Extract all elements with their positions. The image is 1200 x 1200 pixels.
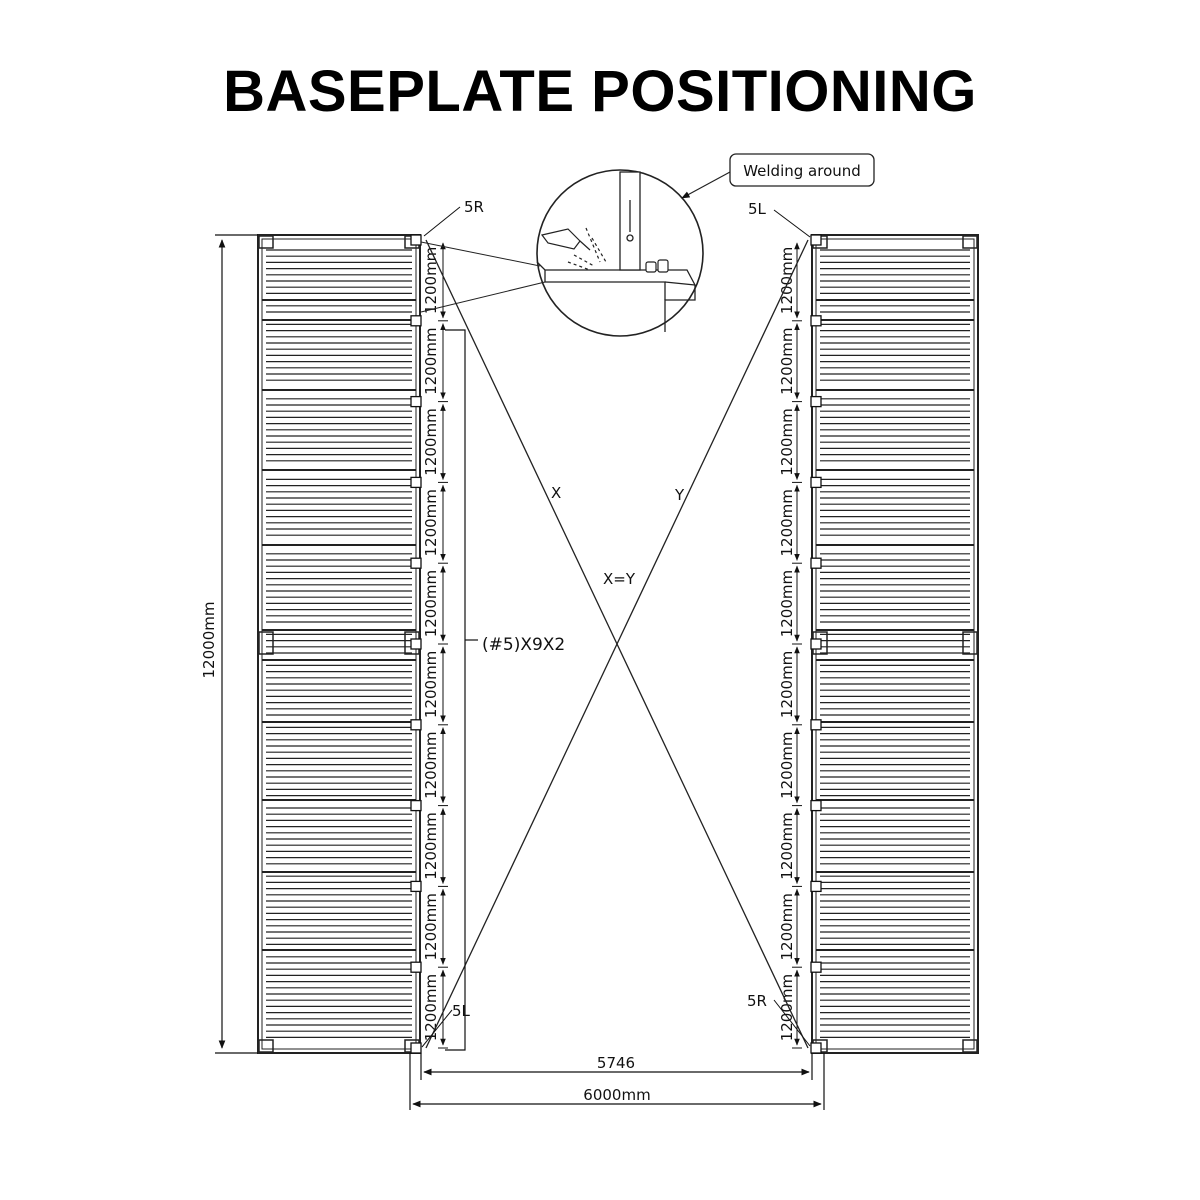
spacing-label: 1200mm [422,812,440,879]
baseplate [410,315,422,327]
welding-torch-icon [540,227,607,271]
spacing-label: 1200mm [422,570,440,637]
top-left-corner-label: 5R [464,198,484,216]
diagonal-y-line [425,239,809,1049]
baseplate [810,315,822,327]
welding-detail-inset [420,153,875,337]
baseplate [810,880,822,893]
baseplate [410,638,422,650]
overall-length-dimension [215,234,258,1054]
baseplate [810,719,822,731]
baseplate [410,719,422,731]
diagonals [425,239,809,1049]
baseplate [410,395,422,408]
spacing-label: 1200mm [422,247,440,314]
spacing-label: 1200mm [422,327,440,394]
spacing-label: 1200mm [422,731,440,798]
right-container-ribs [816,249,974,1039]
spacing-label: 1200mm [778,812,796,879]
diagonal-equal-label: X=Y [603,570,636,588]
left-container-ribs [262,249,416,1039]
baseplate [810,961,822,973]
spacing-label: 1200mm [778,651,796,718]
spacing-label: 1200mm [778,731,796,798]
width-dimensions [409,1053,825,1110]
diagonal-x-label: X [551,484,561,502]
baseplate [410,557,422,569]
baseplate [410,961,422,973]
baseplate [410,476,422,489]
inset-post [619,171,641,271]
baseplate [810,557,822,569]
baseplate [810,638,822,650]
spacing-label: 1200mm [422,893,440,960]
page-title: BASEPLATE POSITIONING [223,59,977,124]
diagonal-y-label: Y [674,486,685,504]
right-container [811,234,979,1054]
inset-base-block [536,261,696,332]
left-container-corner-fittings [258,235,420,1053]
spacing-label: 1200mm [778,247,796,314]
baseplate-count-bracket [445,329,478,1051]
baseplate [410,1042,422,1054]
spacing-label: 1200mm [422,974,440,1041]
bottom-right-corner-label: 5R [747,992,767,1010]
spacing-label: 1200mm [422,408,440,475]
spacing-label: 1200mm [778,893,796,960]
spacing-label: 1200mm [778,489,796,556]
callout-box [729,153,875,187]
left-container [257,234,421,1054]
baseplate [810,1042,822,1054]
right-container-corner-fittings [812,235,978,1053]
bottom-left-corner-label: 5L [452,1002,471,1020]
outer-width-label: 6000mm [583,1086,650,1104]
baseplate [810,799,822,812]
spacing-label: 1200mm [778,327,796,394]
baseplate [410,799,422,812]
spacing-label: 1200mm [422,651,440,718]
baseplate [810,476,822,489]
top-right-corner-label: 5L [748,200,767,218]
spacing-label: 1200mm [422,489,440,556]
spacing-label: 1200mm [778,974,796,1041]
callout-label: Welding around [743,162,861,180]
callout-leader [681,171,731,199]
right-spacing-dimensions: 1200mm 1200mm 1200mm 1200mm 1200mm 1200mm 1200… [778,242,802,1049]
spacing-label: 1200mm [778,408,796,475]
right-baseplates [810,234,822,1054]
left-baseplates [410,234,422,1054]
baseplate-count-label: (#5)X9X2 [482,635,565,655]
baseplate [810,395,822,408]
baseplate [410,234,422,246]
corner-leaders [421,206,811,1048]
inset-bolts [645,259,669,273]
left-spacing-dimensions: 1200mm 1200mm 1200mm 1200mm 1200mm 1200mm 1200… [422,242,448,1049]
baseplate [410,880,422,893]
spacing-label: 1200mm [778,570,796,637]
baseplate [810,234,822,246]
overall-length-label: 12000mm [200,602,218,679]
inner-width-label: 5746 [597,1054,635,1072]
